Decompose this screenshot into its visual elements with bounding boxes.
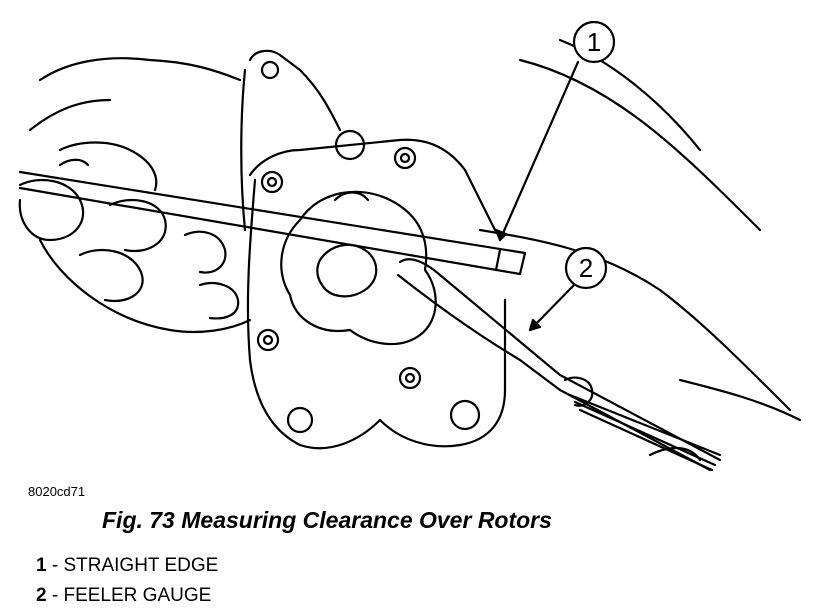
legend-number: 1 (36, 555, 47, 576)
legend-label: FEELER GAUGE (63, 585, 212, 606)
callout-1-leader (498, 60, 580, 242)
straight-edge (18, 170, 527, 276)
callout-2-circle (564, 246, 608, 290)
callout-1-number: 1 (587, 27, 601, 57)
figure-caption: Fig. 73 Measuring Clearance Over Rotors (102, 507, 552, 533)
oil-pump-body (240, 49, 507, 450)
legend-label: STRAIGHT EDGE (63, 555, 219, 576)
callout-2-leader (528, 280, 579, 332)
legend-separator: - (46, 555, 64, 576)
pump-rotors (280, 190, 437, 346)
callout-2-number: 2 (579, 253, 593, 283)
legend-item: 1 - STRAIGHT EDGE (36, 551, 218, 581)
legend-number: 2 (36, 585, 47, 606)
oil-pump-illustration: 1 2 (18, 20, 802, 472)
feeler-gauge (396, 258, 722, 472)
callout-leaders (494, 60, 580, 332)
legend: 1 - STRAIGHT EDGE 2 - FEELER GAUGE (36, 551, 218, 611)
background-hand (478, 38, 802, 462)
callout-1-circle (572, 20, 616, 64)
legend-separator: - (46, 585, 64, 606)
figure-id: 8020cd71 (28, 484, 86, 499)
left-hand (18, 57, 252, 334)
legend-item: 2 - FEELER GAUGE (36, 581, 218, 611)
